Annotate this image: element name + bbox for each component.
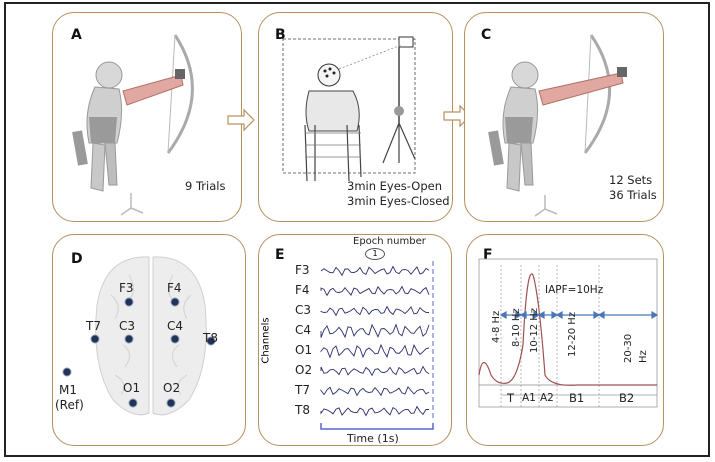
electrode-t7: T7 <box>86 319 101 333</box>
electrode-o1: O1 <box>123 381 141 395</box>
eeg-trace-t8 <box>320 405 429 417</box>
band-name-b2: B2 <box>619 391 635 405</box>
channel-label-o1: O1 <box>295 343 313 357</box>
eeg-traces <box>320 261 434 430</box>
panel-a: A 9 Trials <box>52 12 242 222</box>
resting-eeg-illustration <box>282 36 416 182</box>
electrode-m1: M1 <box>59 383 77 397</box>
iapf-label: IAPF=10Hz <box>545 284 604 296</box>
channel-label-c3: C3 <box>295 303 312 317</box>
panel-b-note-1: 3min Eyes-Open <box>347 179 442 193</box>
band-range-beta2: 20-30 Hz <box>623 333 649 363</box>
channel-label-f3: F3 <box>295 263 310 277</box>
figure-frame <box>4 2 710 457</box>
electrode-f3: F3 <box>119 281 134 295</box>
band-name-a2: A2 <box>540 392 554 404</box>
eeg-trace-o1 <box>320 343 430 359</box>
channel-label-o2: O2 <box>295 363 313 377</box>
panel-f-label: F <box>483 247 493 263</box>
eeg-trace-c3 <box>320 305 430 317</box>
electrode-f4: F4 <box>167 281 182 295</box>
electrode-c3: C3 <box>119 319 136 333</box>
arrow-a-to-b-icon <box>227 108 255 132</box>
panel-b-label: B <box>275 27 286 43</box>
channel-label-f4: F4 <box>295 283 310 297</box>
electrode-o2: O2 <box>163 381 181 395</box>
band-name-b1: B1 <box>569 391 585 405</box>
eeg-trace-f4 <box>320 285 430 297</box>
electrode-ref: (Ref) <box>55 398 84 412</box>
eeg-trace-c4 <box>320 323 430 339</box>
panel-d: D F3 F4 T7 C3 C4 T8 O1 O2 M1 (Ref) <box>52 234 246 446</box>
panel-a-note: 9 Trials <box>185 179 226 193</box>
band-range-alpha1: 8-10 Hz <box>511 308 522 347</box>
panel-c: C 12 Sets 36 Trials <box>464 12 664 222</box>
panel-c-note-1: 12 Sets <box>609 173 653 187</box>
panel-c-label: C <box>481 27 492 43</box>
panel-b-note-2: 3min Eyes-Closed <box>347 194 450 208</box>
band-range-beta1: 12-20 Hz <box>567 311 578 357</box>
band-name-a1: A1 <box>522 392 536 404</box>
electrode-t8: T8 <box>203 331 218 345</box>
panel-a-label: A <box>71 27 82 43</box>
panel-d-label: D <box>71 251 83 267</box>
band-range-alpha2: 10-12 Hz <box>529 307 540 353</box>
panel-e-label: E <box>275 247 285 263</box>
epoch-number-badge: 1 <box>365 248 385 260</box>
archer-illustration <box>72 34 194 216</box>
electrode-c4: C4 <box>167 319 184 333</box>
band-name-t: T <box>507 391 515 405</box>
eeg-trace-t7 <box>320 386 430 397</box>
panel-f: F IAPF=10Hz 4-8 Hz 8-10 Hz 10-12 Hz 12-2… <box>466 234 664 446</box>
archer-illustration-2 <box>488 34 627 217</box>
panel-c-note-2: 36 Trials <box>609 188 657 202</box>
band-range-theta: 4-8 Hz <box>491 310 502 343</box>
channel-label-c4: C4 <box>295 323 312 337</box>
power-spectrum <box>478 258 659 408</box>
eeg-trace-f3 <box>320 265 430 277</box>
time-axis-label: Time (1s) <box>347 432 399 445</box>
channel-label-t7: T7 <box>295 383 310 397</box>
epoch-number-label: Epoch number <box>353 236 426 247</box>
channel-label-t8: T8 <box>295 403 310 417</box>
electrode-map <box>62 256 216 416</box>
panel-b: B 3min Eyes-Open 3min Eyes-Closed <box>258 12 453 222</box>
eeg-trace-o2 <box>320 365 430 377</box>
